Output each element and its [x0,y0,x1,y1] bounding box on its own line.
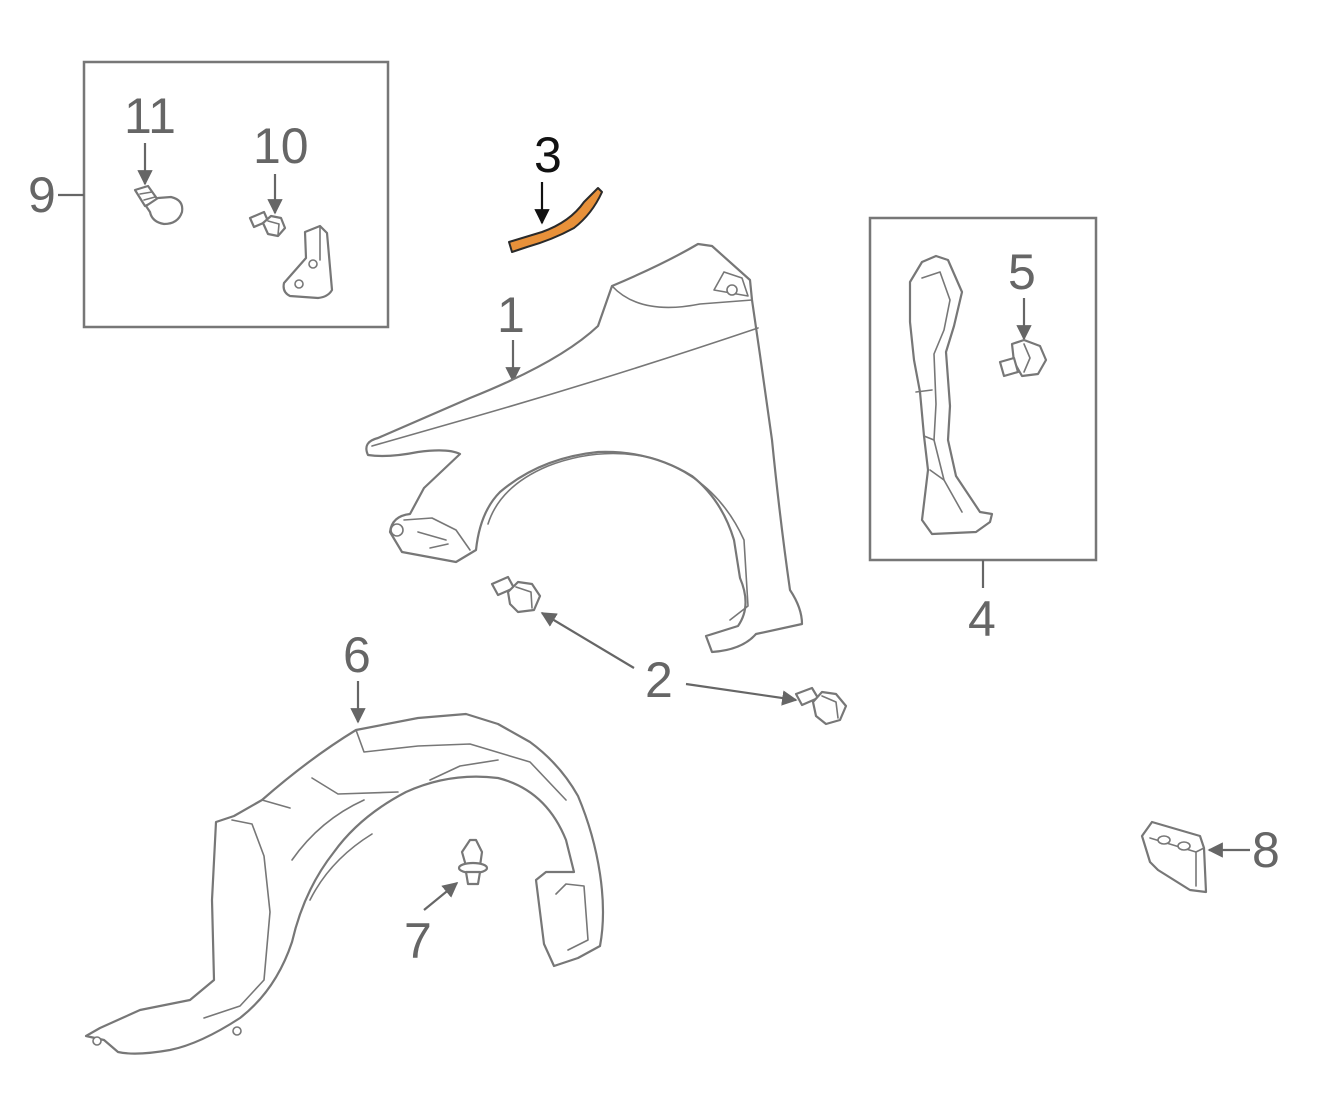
push-clip-icon [457,838,489,886]
callout-8: 8 [1252,822,1280,878]
callout-3: 3 [534,127,562,183]
fender-icon [365,242,804,654]
bolt-icon [794,686,848,726]
fender-bracket-icon [908,254,994,536]
callout-10: 10 [253,118,309,174]
fender-seal-group: 3 [508,127,603,253]
bracket-box [868,216,1098,562]
bolt-icon [248,210,287,238]
mounting-kit-group: 9 11 10 [28,60,390,329]
fender-group: 1 [365,242,804,654]
bolt-group: 2 [490,575,848,726]
callout-7: 7 [404,913,432,969]
callout-11: 11 [124,88,176,144]
fender-liner-group: 6 7 [84,627,605,1055]
nut-icon [998,338,1048,378]
callout-6: 6 [343,627,371,683]
callout-5: 5 [1008,244,1036,300]
mount-plate-icon [282,224,334,300]
fender-seal-icon [508,187,603,253]
mount-bracket-icon [1140,820,1208,894]
callout-4: 4 [968,591,996,647]
bracket-kit-group: 4 5 [868,216,1098,647]
fender-liner-icon [84,712,605,1055]
callout-9: 9 [28,167,56,223]
callout-1: 1 [497,287,525,343]
bolt-icon [490,575,542,614]
leader-2b [685,682,798,706]
callout-2: 2 [645,652,673,708]
retainer-icon [133,184,184,226]
mount-bracket-group: 8 [1140,820,1280,894]
leader-2a [540,612,635,669]
leader-7 [423,882,459,911]
